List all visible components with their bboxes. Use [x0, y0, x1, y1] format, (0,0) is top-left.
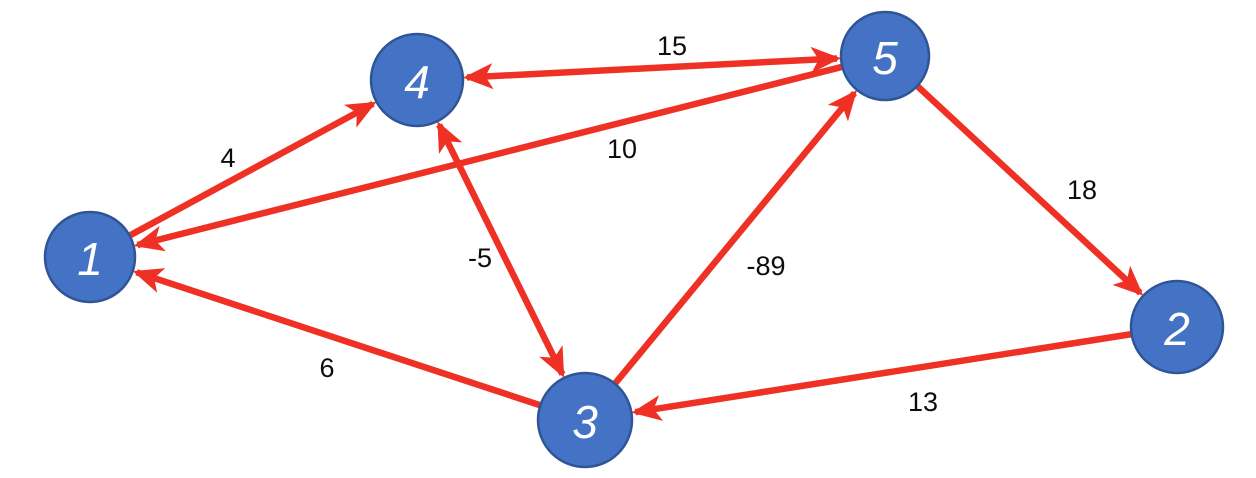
edge-5-2: 18: [912, 80, 1144, 296]
edge-2-3: 13: [631, 330, 1137, 421]
edge-arrow-2-3: [631, 330, 1137, 421]
node-circle-1: [43, 210, 137, 304]
node-circle-3: [536, 371, 634, 469]
edge-arrow-1-4: [124, 100, 377, 241]
edge-weight-label-4-3: -5: [468, 243, 492, 273]
edge-weight-label-2-3: 13: [908, 387, 938, 417]
edge-arrow-5-4: [462, 46, 842, 90]
node-circle-2: [1129, 279, 1225, 375]
edge-weight-label-3-5: -89: [746, 251, 785, 281]
node-circle-4: [369, 32, 465, 128]
edge-arrow-5-2: [912, 80, 1144, 296]
edge-3-5: -89: [609, 89, 858, 389]
edge-3-1: 6: [132, 268, 546, 410]
edge-weight-label-3-1: 6: [319, 353, 334, 383]
node-label-2: 2: [1163, 303, 1190, 355]
edge-weight-label-5-2: 18: [1067, 175, 1097, 205]
edge-5-4: 15: [462, 31, 842, 90]
edge-arrow-4-3: [436, 121, 566, 378]
node-2: 2: [1129, 279, 1225, 375]
node-3: 3: [536, 371, 634, 469]
edge-1-4: 4: [124, 100, 377, 241]
edge-4-3: -5: [436, 121, 566, 378]
node-circle-5: [839, 10, 931, 102]
edge-weight-label-1-4: 4: [220, 143, 235, 173]
node-5: 5: [839, 10, 931, 102]
node-1: 1: [43, 210, 137, 304]
edge-weight-label-5-1: 10: [607, 134, 637, 164]
edge-weight-label-5-4: 15: [657, 31, 687, 61]
node-label-3: 3: [572, 396, 598, 448]
edge-arrow-3-5: [609, 89, 858, 389]
node-4: 4: [369, 32, 465, 128]
node-label-4: 4: [404, 56, 430, 108]
node-label-5: 5: [872, 32, 898, 84]
edge-5-1: 10: [133, 62, 848, 252]
node-label-1: 1: [77, 233, 103, 285]
edge-arrow-5-1: [133, 62, 848, 252]
edge-arrow-3-1: [132, 268, 546, 410]
